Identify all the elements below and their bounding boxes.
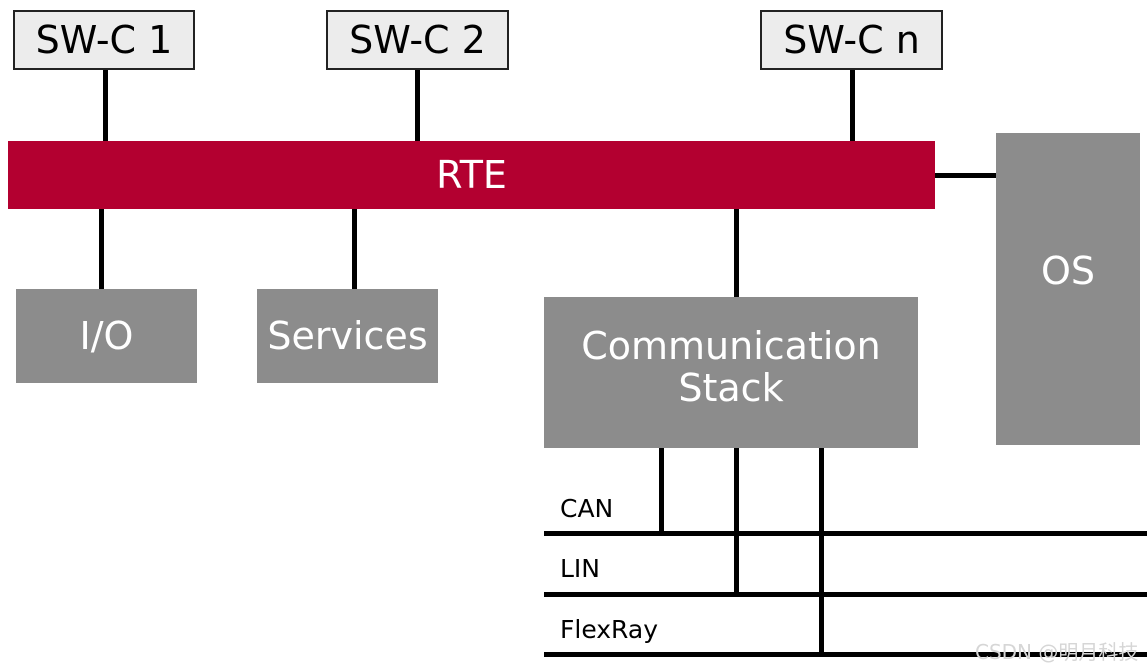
swc-n-box: SW-C n [760,10,943,70]
os-box: OS [996,133,1140,445]
rte-io-connector [99,209,104,289]
rte-comm-connector [734,209,739,297]
swcn-rte-connector [850,69,855,141]
watermark-text: CSDN @明月科技 [975,640,1139,664]
comm-flexray-connector [819,448,824,656]
flexray-bus-label: FlexRay [560,615,658,644]
can-bus-line [544,531,1147,536]
services-box: Services [257,289,438,383]
flexray-bus-line [544,652,1147,657]
comm-lin-connector [734,448,739,596]
rte-bar: RTE [8,141,935,209]
communication-stack-box: Communication Stack [544,297,918,448]
lin-bus-label: LIN [560,554,601,583]
rte-services-connector [352,209,357,289]
swc2-rte-connector [415,69,420,141]
rte-os-connector [935,173,996,178]
swc1-rte-connector [103,69,108,141]
lin-bus-line [544,592,1147,597]
swc-2-box: SW-C 2 [326,10,509,70]
swc-1-box: SW-C 1 [13,10,195,70]
io-box: I/O [16,289,197,383]
can-bus-label: CAN [560,494,614,523]
comm-can-connector [659,448,664,534]
